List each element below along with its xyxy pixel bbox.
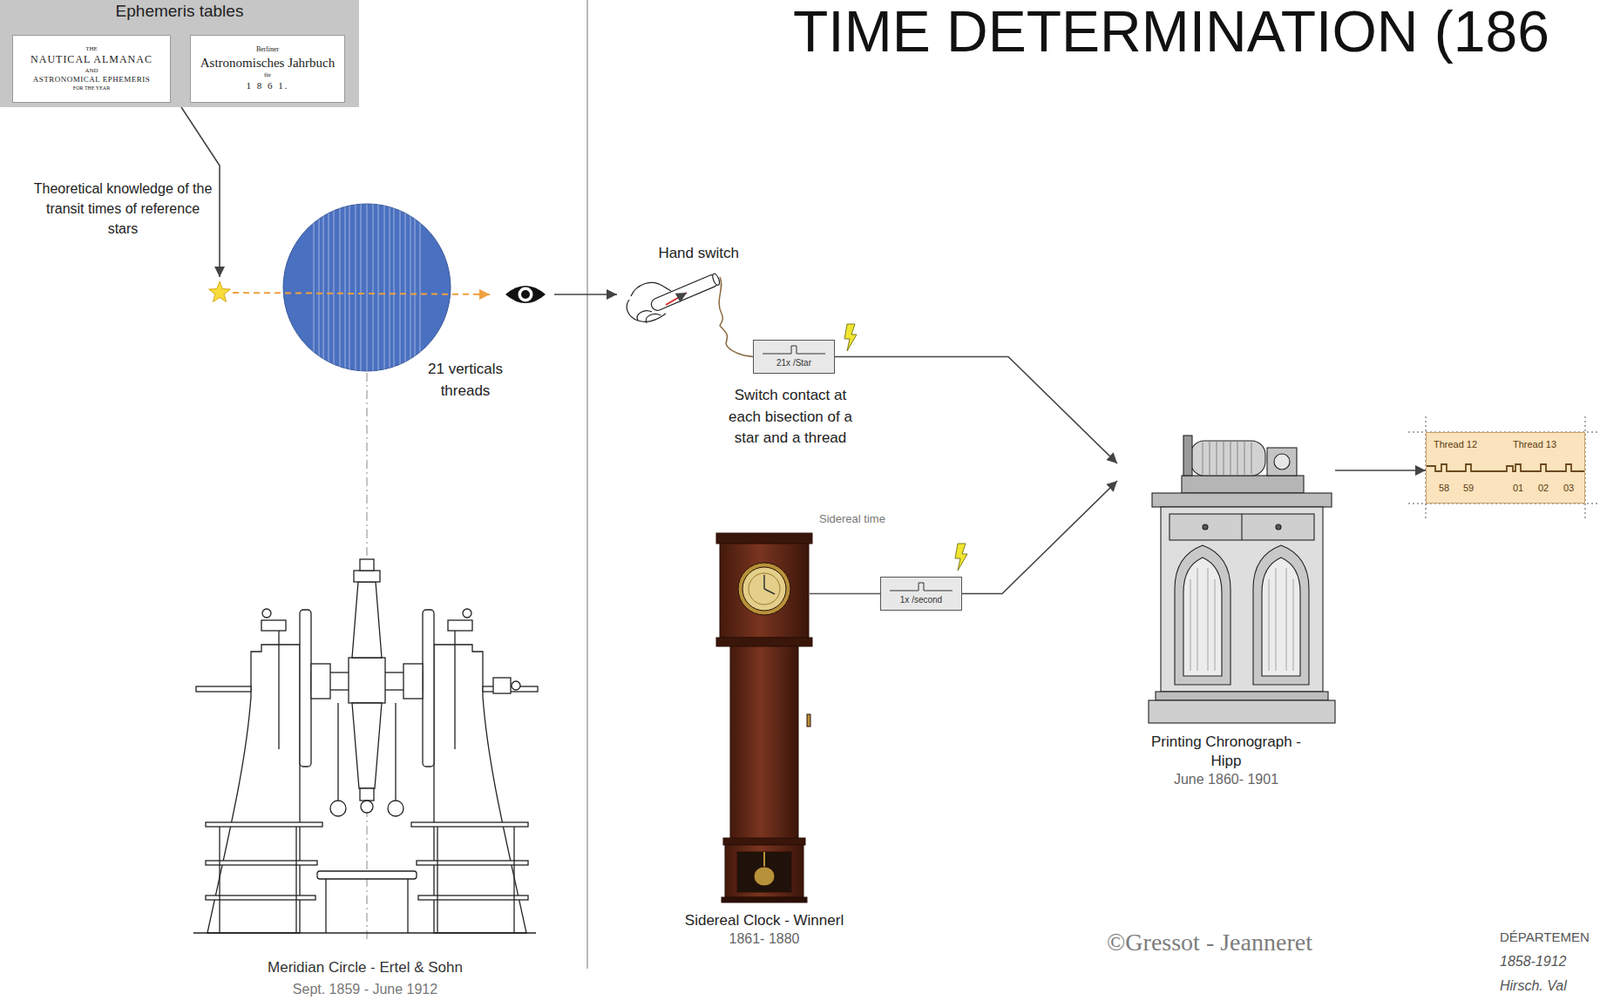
signal-bolt [844,324,857,352]
node-text: NAUTICAL ALMANAC [16,53,167,68]
annotation: 21 verticals threads [408,359,523,402]
observer-arrow [554,293,617,296]
star-path [232,292,490,295]
almanac-title-page: THENAUTICAL ALMANACANDASTRONOMICAL EPHEM… [12,34,171,103]
eye-symbol [505,285,546,304]
sidereal-clock-figure: Sidereal Clock - Winnerl1861- 1880 [718,535,810,903]
node-text: ASTRONOMICAL EPHEMERIS [16,74,167,86]
node-text: Thread 13 [1512,438,1557,451]
node-text: AND [16,67,167,75]
node-text: 58 [1438,481,1450,495]
node-heading: 1x /second [886,594,956,606]
divider-line [586,0,588,970]
signal-wire [809,593,881,596]
hand-switch-figure: Hand switch [625,244,739,326]
figure-date: Sept. 1859 - June 1912 [234,981,496,1000]
node-heading: THE [16,45,167,54]
node-text: Astronomisches Jahrbuch [194,54,341,73]
connector-arrow [834,357,1118,465]
chronograph-tape: Thread 12 Thread 13 58 59 01 02 03 [1425,432,1586,504]
node-text: 1861- 1880 [659,930,869,950]
tape-bracket [1408,416,1600,521]
node-text: 59 [1463,481,1474,495]
node-heading: Hand switch [625,244,739,264]
signal-trace [1426,464,1585,472]
node-heading: Ephemeris tables [0,0,360,23]
footer-note: Hirsch. Val [1499,977,1567,997]
sidereal-clock-drawing [716,533,813,903]
meridian-circle-drawing [193,559,538,934]
annotation: Switch contact at each bisection of a st… [716,385,865,450]
node-text: für [194,71,341,80]
signal-wire [719,325,753,358]
figure-caption-block: Printing Chronograph - HippJune 1860- 19… [1138,732,1314,790]
node-text: FOR THE YEAR [16,85,167,93]
ephemeris-panel: Ephemeris tablesTHENAUTICAL ALMANACANDAS… [0,0,360,108]
figure-caption-block: Sidereal Clock - Winnerl1861- 1880 [659,911,869,950]
signal-name: Sidereal time [819,512,886,528]
telescope-field [283,200,451,375]
pulse-line [762,345,826,354]
pulse-box: 21x /Star [752,339,835,374]
pulse-symbol [886,580,956,595]
pulse-symbol [759,343,829,358]
connector-arrow [962,481,1118,595]
node-text: June 1860- 1901 [1138,771,1314,790]
node-heading: Sidereal Clock - Winnerl [659,911,869,931]
connector-arrow [1335,469,1426,472]
node-text: 01 [1512,481,1524,495]
printing-chronograph-drawing [1148,435,1336,724]
reference-star [209,281,231,303]
node-text: 1 8 6 1. [194,79,341,92]
node-text: 02 [1538,481,1549,495]
node-heading: Thread 12 [1433,438,1478,451]
footer-note: 1858-1912 [1499,953,1567,972]
hand-switch-drawing [626,272,723,326]
watermark: ©Gressot - Jeanneret [1078,927,1341,959]
jahrbuch-title-page: BerlinerAstronomisches Jahrbuchfür1 8 6 … [189,34,346,103]
node-heading: Berliner [194,45,341,55]
printing-chronograph-figure: Printing Chronograph - HippJune 1860- 19… [1117,433,1336,725]
node-heading: Printing Chronograph - Hipp [1138,732,1314,772]
pulse-line [889,583,953,591]
annotation: Theoretical knowledge of the transit tim… [31,178,215,240]
node-heading: 21x /Star [759,357,829,369]
figure-caption: Meridian Circle - Ertel & Sohn [234,958,496,978]
footer-note: DÉPARTEMEN [1499,928,1590,947]
signal-bolt [955,543,968,571]
pulse-box: 1x /second [880,576,963,611]
page-title: TIME DETERMINATION (186 [793,0,1550,65]
node-text: 03 [1563,481,1574,495]
